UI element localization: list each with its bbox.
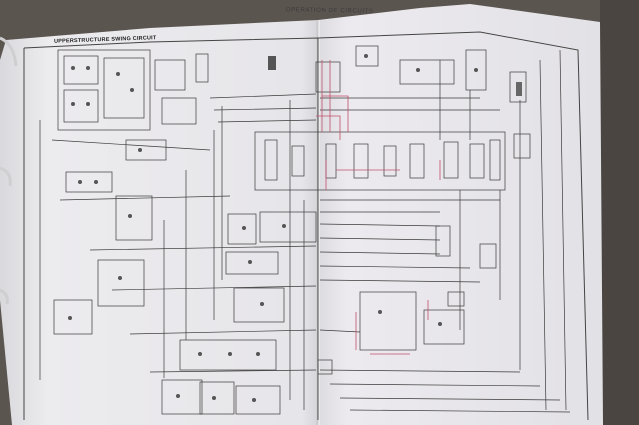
right-page xyxy=(318,4,603,425)
left-page xyxy=(0,20,318,425)
highlighted-circuit xyxy=(316,60,441,355)
binder-ring-icon xyxy=(0,36,18,305)
